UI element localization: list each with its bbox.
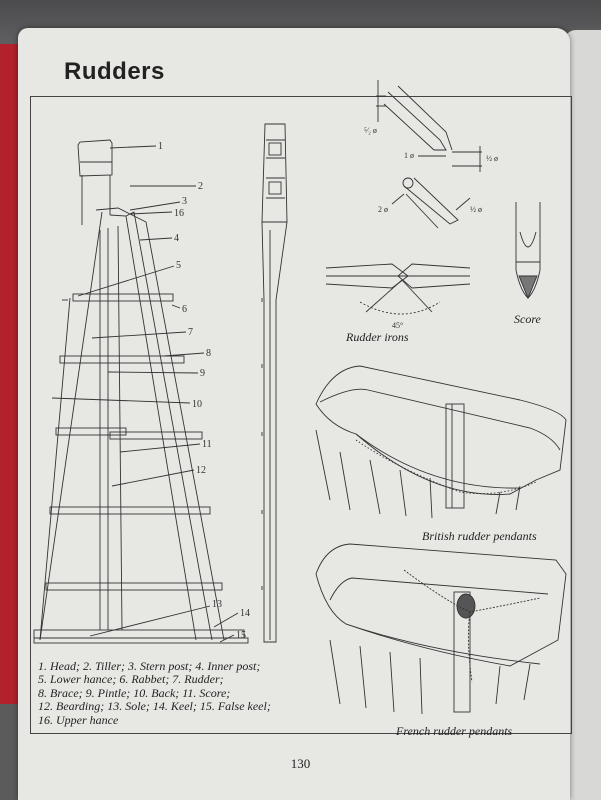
dimension-labels: ⁵⁄₂ ø 1 ø ½ ø 2 ø ½ ø 45° [364,126,498,330]
caption-french-pendants: French rudder pendants [395,724,513,738]
label-upper-hance: 16 [174,208,184,219]
label-keel: 14 [240,608,250,619]
caption-score: Score [514,312,542,326]
label-rabbet: 6 [182,304,187,315]
label-inner-post: 4 [174,233,179,244]
caption-rudder-irons: Rudder irons [345,330,409,344]
british-pendants-drawing [315,365,567,519]
label-back: 10 [192,399,202,410]
label-lower-hance: 5 [176,260,181,271]
label-pintle: 9 [200,368,205,379]
dim-label-5: ½ ø [470,205,482,214]
parts-legend: 1. Head; 2. Tiller; 3. Stern post; 4. In… [38,659,288,727]
label-bearding: 12 [196,465,206,476]
legend-line: 1. Head; 2. Tiller; 3. Stern post; 4. In… [38,659,261,673]
page-number: 130 [290,756,311,771]
label-score: 11 [202,439,212,450]
label-rudder: 7 [188,327,193,338]
legend-line: 12. Bearding; 13. Sole; 14. Keel; 15. Fa… [38,699,271,714]
label-brace: 8 [206,348,211,359]
angle-label: 45° [392,321,403,330]
part-labels: 1 2 3 16 4 5 6 7 8 9 10 11 12 13 14 15 [158,141,250,641]
caption-british-pendants: British rudder pendants [422,529,537,543]
next-page-edge [564,30,601,800]
page-title: Rudders [64,58,165,85]
rudder-irons-detail [325,80,541,315]
legend-line: 5. Lower hance; 6. Rabbet; 7. Rudder; [38,672,224,687]
dim-label-1: ⁵⁄₂ ø [364,126,377,135]
label-false-keel: 15 [236,630,246,641]
rudder-front-view [261,123,288,643]
label-stern-post: 3 [182,196,187,207]
label-tiller: 2 [198,181,203,192]
label-sole: 13 [212,599,222,610]
label-head: 1 [158,141,163,152]
figure-frame [30,96,572,734]
legend-line: 8. Brace; 9. Pintle; 10. Back; 11. Score… [38,685,231,700]
legend-line: 16. Upper hance [38,712,119,727]
dim-label-3: ½ ø [486,154,498,163]
dim-label-4: 2 ø [378,205,388,214]
rudder-side-view [33,139,249,644]
figure-captions: Rudder irons Score British rudder pendan… [345,312,542,738]
book-page [18,28,570,800]
french-pendants-drawing [315,543,567,715]
dim-label-2: 1 ø [404,151,414,160]
